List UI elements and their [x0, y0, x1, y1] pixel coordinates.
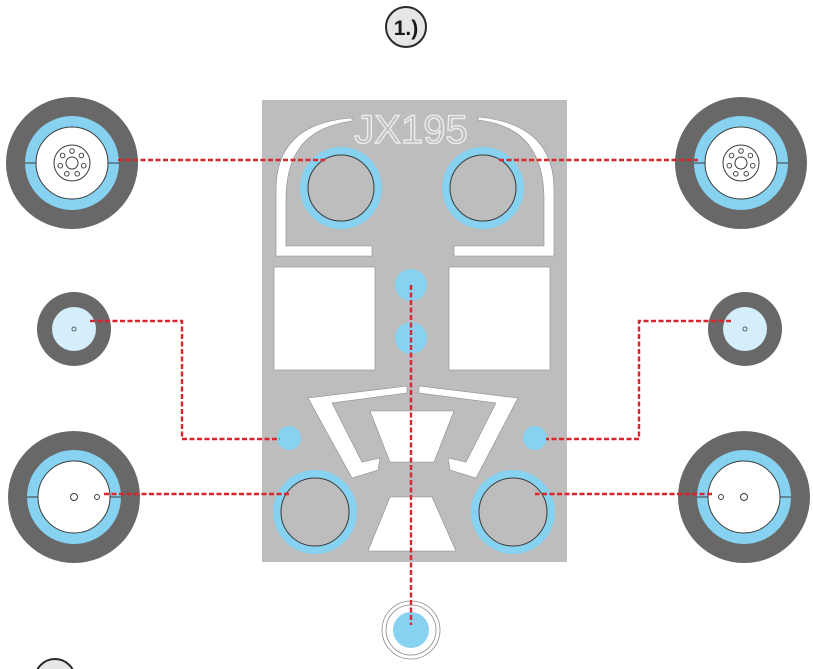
- leader-line-small-right: [546, 319, 731, 441]
- wheel-bottom-left: [8, 431, 140, 563]
- windscreen-frame-right: [418, 385, 519, 479]
- axle-hole-icon: [742, 326, 748, 332]
- windscreen-frame-left: [307, 385, 408, 479]
- leader-line-small-left: [90, 319, 280, 441]
- wheel-bottom-right: [678, 431, 810, 563]
- axle-hole-icon: [718, 494, 724, 500]
- wheel-top-left: [6, 97, 138, 229]
- window-panel-left: [273, 266, 376, 371]
- axle-hole-icon: [71, 326, 77, 332]
- axle-hole-icon: [94, 494, 100, 500]
- step-badge: 1.): [385, 6, 427, 48]
- mask-sheet: JX195: [262, 100, 567, 562]
- step-label: 1.): [394, 17, 419, 40]
- next-step-badge: [36, 658, 74, 669]
- canopy-frame-left: [275, 117, 373, 257]
- bolt-circle-icon: [722, 144, 760, 182]
- window-panel-right: [448, 266, 551, 371]
- sheet-disc-left: [277, 426, 301, 450]
- bolt-circle-icon: [53, 144, 91, 182]
- sheet-code: JX195: [354, 108, 467, 152]
- axle-hole-icon: [70, 493, 78, 501]
- small-wheel-right: [708, 292, 782, 366]
- sheet-disc-right: [523, 426, 547, 450]
- tail-wheel: [381, 600, 441, 660]
- windscreen-panel-lower: [367, 496, 457, 552]
- small-wheel-left: [37, 292, 111, 366]
- wheel-top-right: [675, 97, 807, 229]
- canopy-frame-right: [453, 116, 555, 257]
- axle-hole-icon: [740, 493, 748, 501]
- leader-lines: [90, 158, 731, 625]
